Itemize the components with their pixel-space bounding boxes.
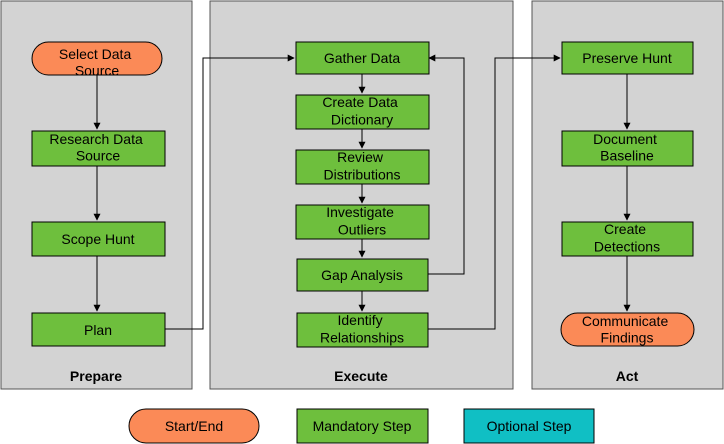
step-document-baseline[interactable]: Document Baseline [561,130,694,167]
step-review-distributions[interactable]: Review Distributions [295,149,430,185]
svg-text:Gather Data: Gather Data [324,50,400,66]
step-research-data-source[interactable]: Research Data Source [31,130,166,167]
svg-text:Plan: Plan [84,322,112,338]
step-gap-analysis[interactable]: Gap Analysis [296,258,429,292]
connectors [93,54,631,330]
svg-text:Optional Step: Optional Step [487,418,572,434]
step-investigate-outliers[interactable]: Investigate Outliers [295,204,430,240]
svg-text:Create Data Dictionary: Create Data Dictionary [322,94,401,128]
svg-text:Investigate Outliers: Investigate Outliers [326,204,398,238]
legend-start-end: Start/End [128,408,260,444]
svg-text:Create Detections: Create Detections [594,221,660,255]
legend-mandatory-step: Mandatory Step [296,408,429,444]
svg-text:Gap Analysis: Gap Analysis [321,267,403,283]
legend: Start/End Mandatory Step Optional Step [128,408,595,444]
svg-text:Document Baseline: Document Baseline [593,131,661,164]
svg-text:Start/End: Start/End [165,418,223,434]
svg-text:Scope Hunt: Scope Hunt [61,231,134,247]
svg-text:Identify Relationships: Identify Relationships [320,312,404,346]
lane-title-execute: Execute [334,368,388,384]
svg-text:Preserve Hunt: Preserve Hunt [582,50,672,66]
lane-title-act: Act [616,368,639,384]
arrow-gap-loop-to-gather [428,54,465,275]
step-plan[interactable]: Plan [31,312,166,347]
step-create-data-dictionary[interactable]: Create Data Dictionary [295,94,430,130]
svg-text:Select Data Source: Select Data Source [59,46,135,79]
step-create-detections[interactable]: Create Detections [561,221,694,257]
step-select-data-source[interactable]: Select Data Source [31,41,163,79]
step-identify-relationships[interactable]: Identify Relationships [296,312,429,348]
legend-optional-step: Optional Step [463,408,595,444]
step-scope-hunt[interactable]: Scope Hunt [31,221,166,257]
arrow-plan-to-gather [165,54,295,330]
svg-text:Communicate Findings: Communicate Findings [582,313,672,346]
lane-title-prepare: Prepare [70,368,122,384]
step-communicate-findings[interactable]: Communicate Findings [560,312,695,347]
svg-text:Research Data Source: Research Data Source [49,131,146,164]
step-gather-data[interactable]: Gather Data [295,41,430,75]
svg-text:Review Distributions: Review Distributions [323,149,400,183]
step-preserve-hunt[interactable]: Preserve Hunt [561,41,694,75]
arrow-identify-to-preserve [428,54,561,330]
svg-text:Mandatory Step: Mandatory Step [313,418,412,434]
